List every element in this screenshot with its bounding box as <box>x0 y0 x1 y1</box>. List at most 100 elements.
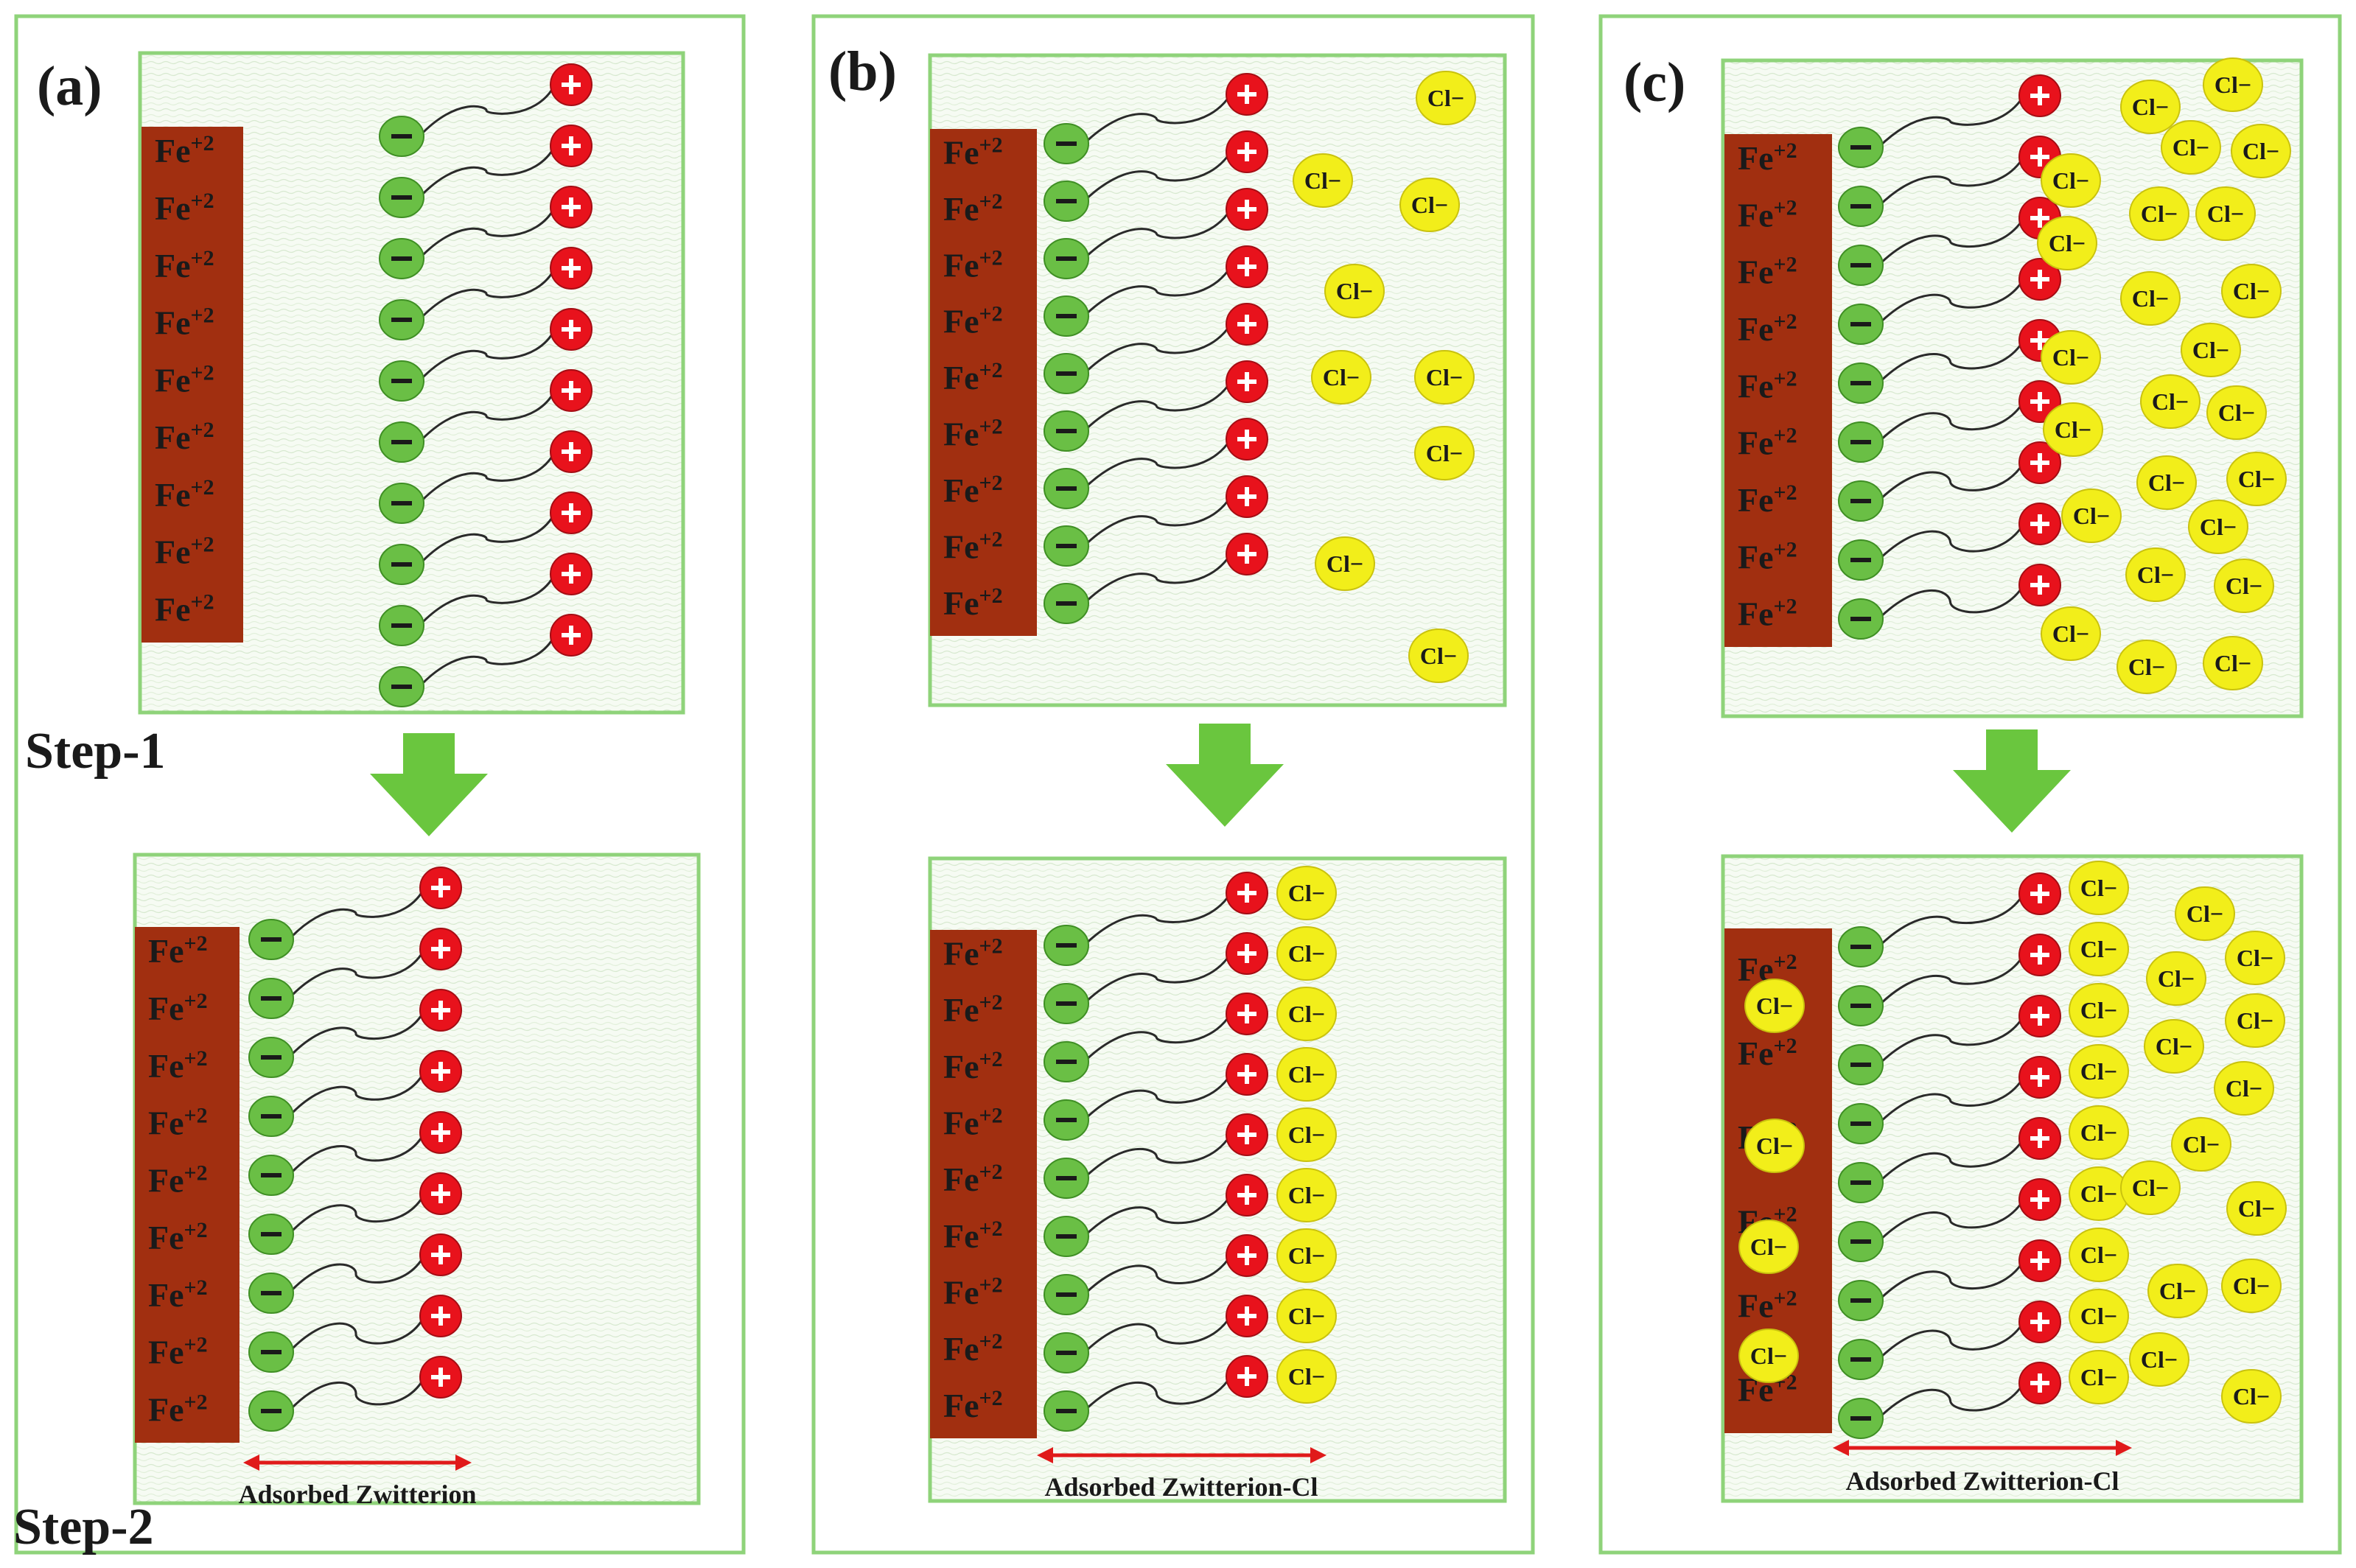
chloride-ion: Cl− <box>2181 323 2241 377</box>
zwitterion-chain <box>1083 496 1232 547</box>
chloride-circle <box>1276 1228 1337 1283</box>
minus-sign <box>1850 1416 1871 1421</box>
minus-sign <box>1056 1409 1077 1413</box>
chloride-label: Cl− <box>2156 1033 2192 1060</box>
chloride-ion: Cl− <box>2129 1332 2189 1387</box>
chloride-circle <box>2129 1332 2189 1387</box>
chloride-label: Cl− <box>2233 1273 2270 1299</box>
chloride-ion: Cl− <box>2120 80 2181 134</box>
chloride-circle <box>2069 983 2129 1037</box>
zwitterion-chain <box>1877 523 2025 561</box>
plus-sign-v <box>438 1184 443 1203</box>
chloride-ion: Cl− <box>1416 71 1476 125</box>
zwitterion-chain <box>418 512 556 566</box>
minus-sign <box>261 996 282 1001</box>
chloride-circle <box>2181 323 2241 377</box>
zwitterion-chain <box>1083 953 1232 1005</box>
chloride-circle <box>2225 931 2285 985</box>
chloride-label: Cl− <box>1756 993 1793 1019</box>
minus-sign <box>1850 1004 1871 1008</box>
chloride-label: Cl− <box>1411 192 1448 218</box>
fe-ion-label: Fe+2 <box>148 1161 208 1199</box>
minus-sign <box>1850 1239 1871 1244</box>
plus-sign-v <box>1245 430 1249 449</box>
chloride-label: Cl− <box>2055 416 2091 443</box>
zwitterion-chain <box>1083 1013 1232 1063</box>
zwitterion <box>1838 1239 2061 1321</box>
chloride-circle <box>1276 926 1337 981</box>
chloride-label: Cl− <box>1288 940 1325 967</box>
chloride-label: Cl− <box>1288 880 1325 906</box>
zwitterion <box>1838 1178 2061 1262</box>
zwitterion <box>1044 73 1268 164</box>
zwitterion <box>379 247 593 340</box>
chloride-ion: Cl− <box>2225 993 2285 1048</box>
plus-sign-v <box>1245 1306 1249 1326</box>
fe-ion-label: Fe+2 <box>1738 366 1797 405</box>
zwitterion <box>1044 533 1268 624</box>
caption-adsorbed-zwitterion: Adsorbed Zwitterion <box>239 1480 477 1509</box>
plus-sign-v <box>1245 200 1249 219</box>
zwitterion-chain <box>418 634 556 688</box>
chloride-ion: Cl− <box>1738 1329 1799 1383</box>
plus-sign-v <box>569 259 573 278</box>
chloride-ion: Cl− <box>2069 861 2129 915</box>
fe-ion-label: Fe+2 <box>155 418 214 456</box>
plus-sign-v <box>2038 575 2042 595</box>
zwitterion <box>1044 360 1268 452</box>
zwitterion <box>1044 872 1268 966</box>
fe-ion-label: Fe+2 <box>943 358 1003 396</box>
chloride-ion: Cl− <box>2206 385 2267 440</box>
chloride-label: Cl− <box>2049 230 2086 256</box>
zwitterion-chain <box>1877 1321 2025 1361</box>
chloride-label: Cl− <box>1426 440 1463 466</box>
plus-sign-v <box>438 1368 443 1387</box>
zwitterion-chain <box>1877 1077 2025 1125</box>
chloride-circle <box>1408 629 1469 683</box>
chloride-circle <box>2043 402 2103 457</box>
minus-sign <box>1850 1298 1871 1303</box>
iron-surface <box>1724 134 1832 647</box>
down-arrow <box>370 733 488 836</box>
chloride-ion: Cl− <box>2069 1228 2129 1282</box>
minus-sign <box>1056 256 1077 261</box>
fe-ion-label: Fe+2 <box>943 1273 1003 1312</box>
chloride-label: Cl− <box>2218 399 2255 426</box>
minus-sign <box>1056 486 1077 491</box>
zwitterion <box>1044 1355 1268 1432</box>
chloride-label: Cl− <box>2238 466 2275 492</box>
plus-sign-v <box>1245 1125 1249 1144</box>
minus-sign <box>1850 322 1871 326</box>
panel-label: (c) <box>1623 52 1685 113</box>
chloride-label: Cl− <box>2159 1278 2196 1304</box>
chloride-label: Cl− <box>2243 138 2279 164</box>
chloride-label: Cl− <box>1288 1242 1325 1269</box>
chloride-ion: Cl− <box>1276 987 1337 1041</box>
zwitterion <box>248 1050 462 1137</box>
down-arrow <box>1953 729 2071 833</box>
chloride-circle <box>2069 922 2129 976</box>
chloride-circle <box>2203 57 2263 112</box>
plus-sign-v <box>438 1306 443 1326</box>
zwitterion-chain <box>418 390 556 444</box>
plus-sign-v <box>2038 453 2042 472</box>
chloride-label: Cl− <box>2173 134 2209 161</box>
fe-ion-label: Fe+2 <box>943 1217 1003 1255</box>
chloride-ion: Cl− <box>2129 186 2189 241</box>
chloride-circle <box>1399 178 1460 232</box>
chloride-circle <box>2120 1161 2181 1215</box>
chloride-ion: Cl− <box>2140 374 2201 429</box>
chloride-ion: Cl− <box>2225 931 2285 985</box>
chloride-label: Cl− <box>2052 344 2089 371</box>
fe-ion-label: Fe+2 <box>1738 309 1797 348</box>
zwitterion-chain <box>418 145 556 199</box>
minus-sign <box>1056 1001 1077 1006</box>
plus-sign-v <box>2038 86 2042 105</box>
chloride-label: Cl− <box>2080 1242 2117 1268</box>
chloride-label: Cl− <box>1288 1182 1325 1208</box>
chloride-label: Cl− <box>2080 1058 2117 1085</box>
fe-ion-label: Fe+2 <box>155 360 214 399</box>
chloride-label: Cl− <box>1323 364 1360 391</box>
chloride-ion: Cl− <box>1408 629 1469 683</box>
